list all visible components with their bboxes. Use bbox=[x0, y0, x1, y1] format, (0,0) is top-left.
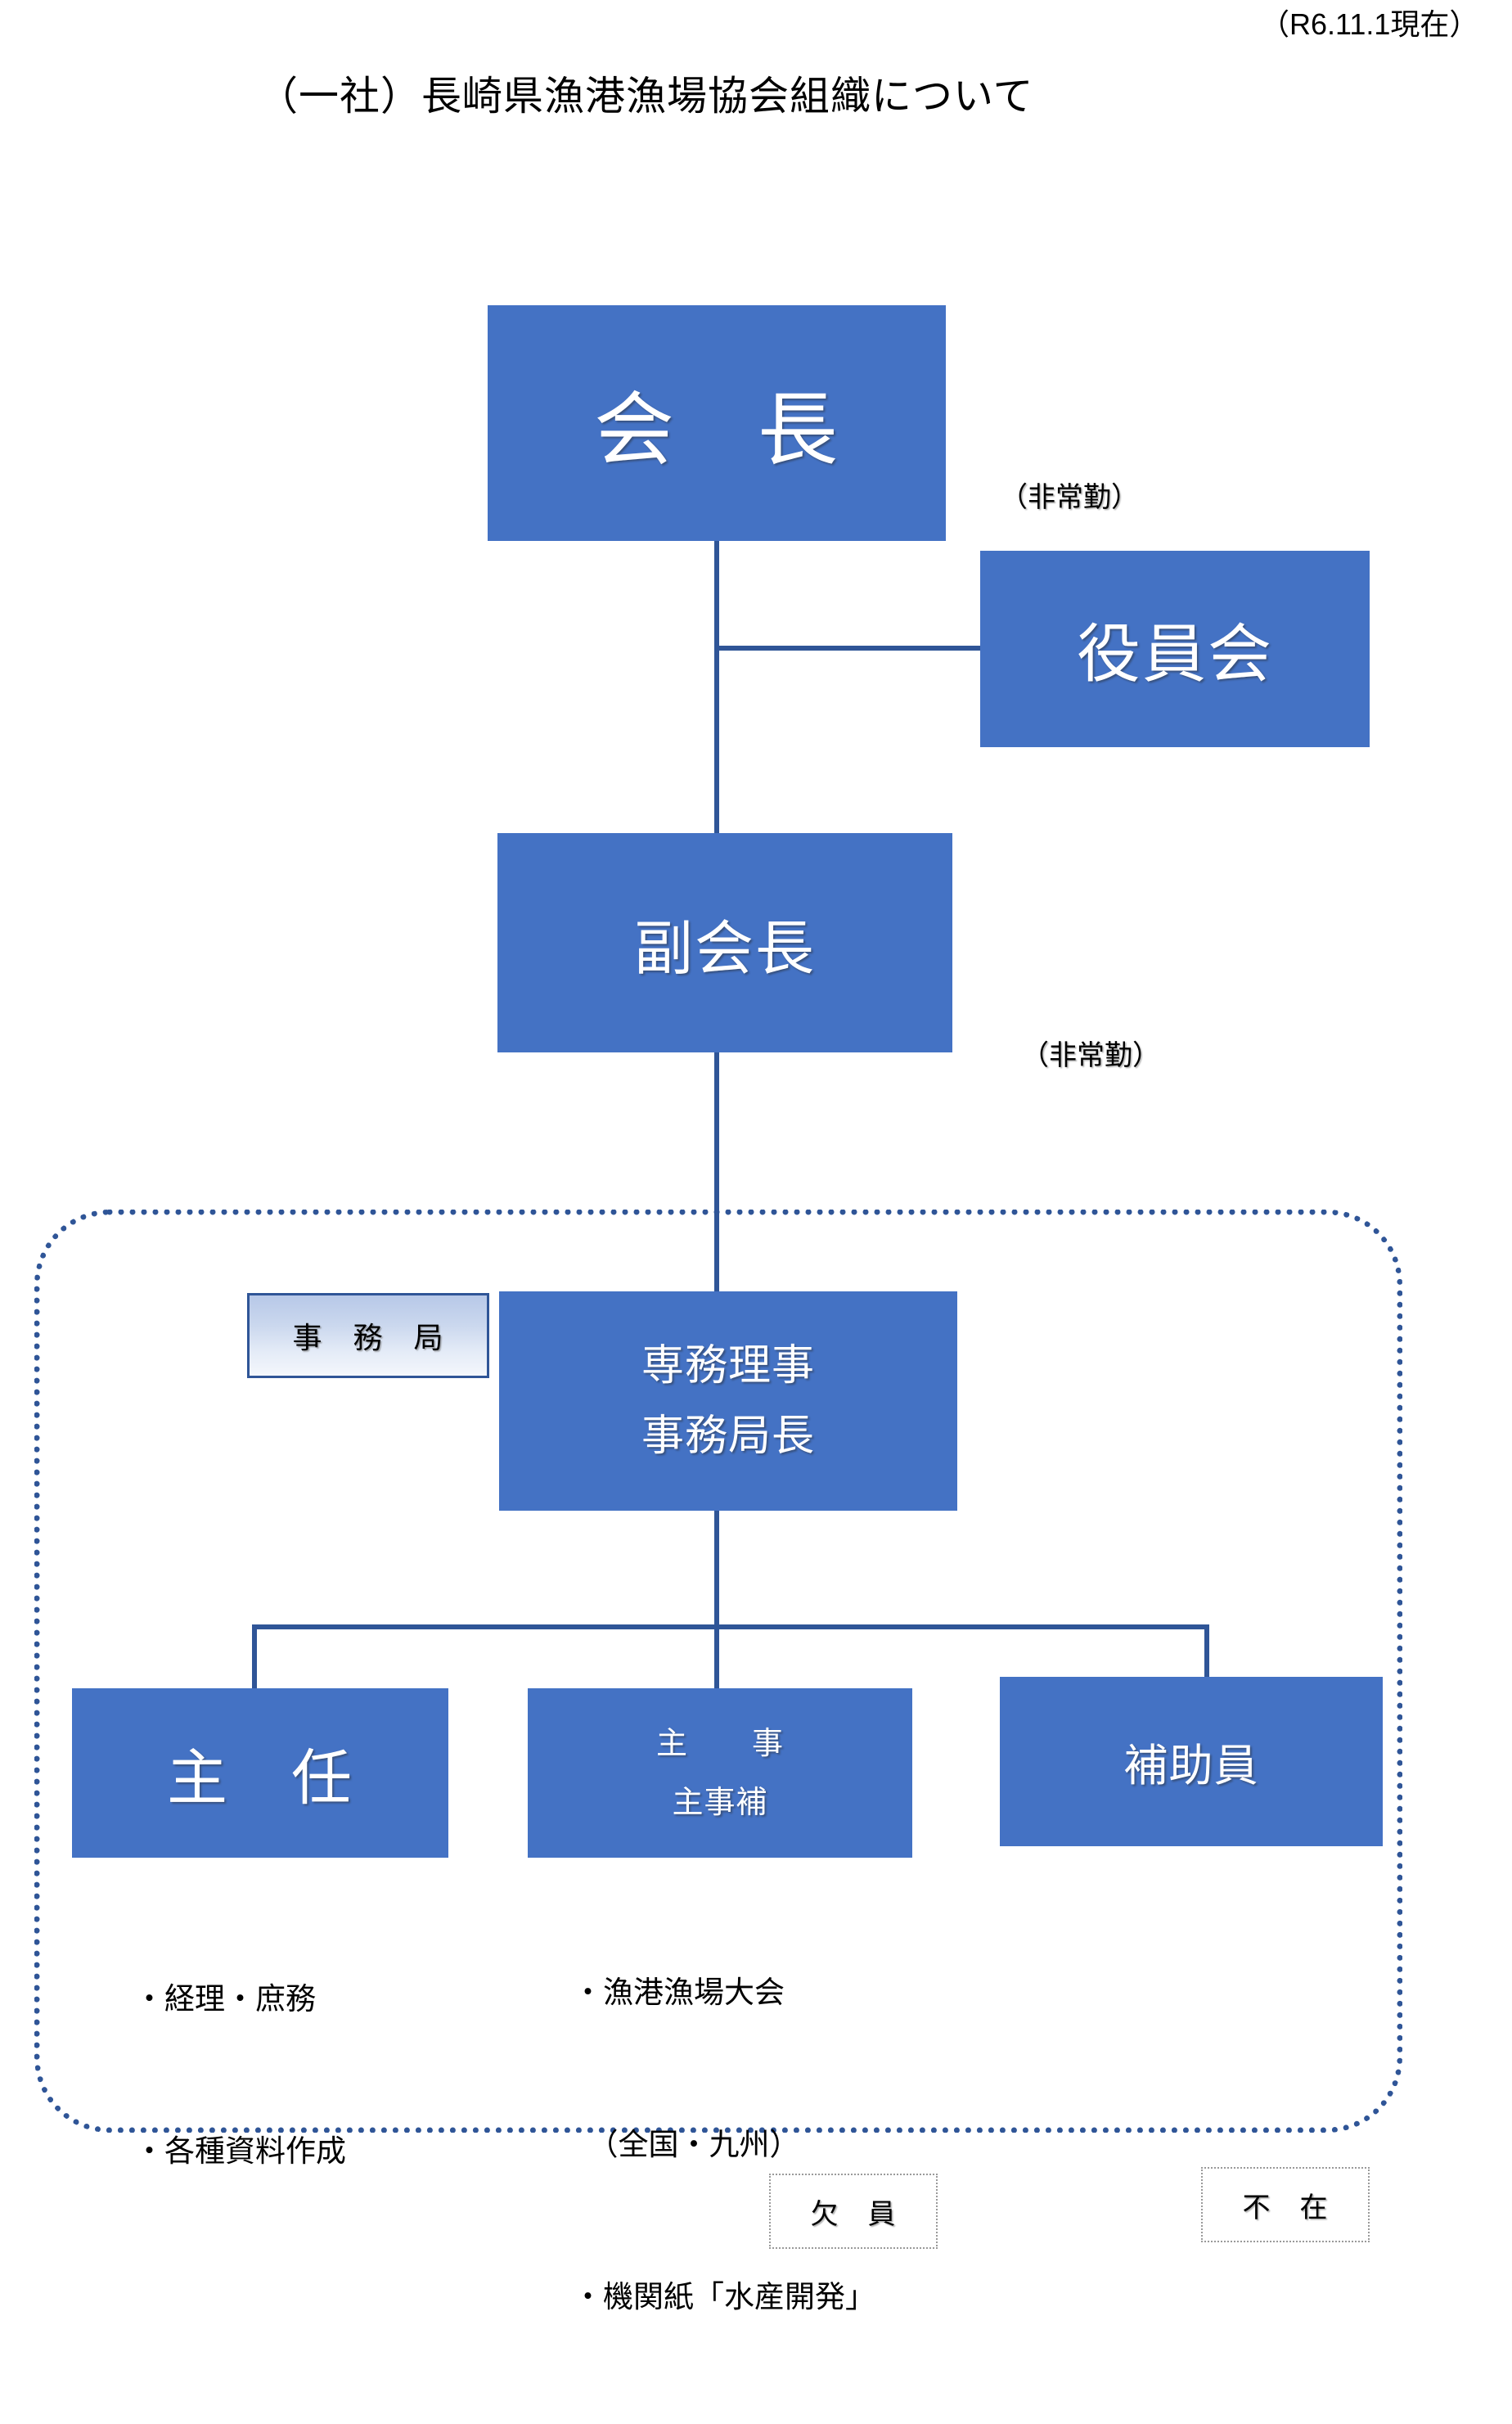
note-hijokin-fukukaicho: （非常勤） bbox=[1021, 1040, 1160, 1071]
duties-shuji-item-2: ・機関紙「水産開発」 bbox=[573, 2280, 875, 2314]
legend-absent[interactable]: 不 在 bbox=[1201, 2167, 1370, 2242]
duties-shuji: ・漁港漁場大会 （全国・九州） ・機関紙「水産開発」 bbox=[573, 1866, 875, 2424]
org-chart-canvas: （R6.11.1現在） （一社）長崎県漁港漁場協会組織について 会 長 （非常勤… bbox=[34, 7, 1479, 2314]
connector-kaicho-to-fukukaicho bbox=[714, 540, 719, 835]
box-shunin-label: 主 任 bbox=[167, 1744, 353, 1812]
connector-bottom-bus bbox=[252, 1624, 1209, 1629]
duties-shuji-item-1: （全国・九州） bbox=[573, 2128, 800, 2161]
page-title: （一社）長崎県漁港漁場協会組織について bbox=[258, 74, 1034, 119]
box-yakuinkai[interactable]: 役員会 bbox=[980, 551, 1370, 747]
duties-shuji-item-0: ・漁港漁場大会 bbox=[573, 1976, 785, 2009]
box-kaicho-label: 会 長 bbox=[593, 385, 839, 475]
duties-shunin-item-0: ・経理・庶務 bbox=[134, 1982, 316, 2016]
box-shuji-line2: 主事補 bbox=[672, 1785, 768, 1820]
legend-absent-label: 不 在 bbox=[1242, 2192, 1329, 2224]
box-hojoin-label: 補助員 bbox=[1123, 1741, 1259, 1791]
date-note: （R6.11.1現在） bbox=[1260, 7, 1479, 41]
box-yakuinkai-label: 役員会 bbox=[1076, 618, 1273, 690]
connector-bus-to-shuji bbox=[714, 1624, 719, 1688]
box-kaicho[interactable]: 会 長 bbox=[488, 305, 946, 541]
connector-bus-to-shunin bbox=[252, 1624, 257, 1688]
box-shunin[interactable]: 主 任 bbox=[72, 1688, 448, 1858]
box-senmu-line2: 事務局長 bbox=[641, 1412, 815, 1460]
legend-vacancy-label: 欠 員 bbox=[810, 2198, 897, 2230]
box-senmu-line1: 専務理事 bbox=[641, 1342, 815, 1390]
connector-kaicho-to-yakuinkai bbox=[714, 646, 984, 651]
box-office[interactable]: 事 務 局 bbox=[247, 1293, 489, 1378]
connector-fukukaicho-to-senmu bbox=[714, 1050, 719, 1295]
box-shuji[interactable]: 主 事 主事補 bbox=[528, 1688, 912, 1858]
connector-bus-to-hojoin bbox=[1204, 1624, 1209, 1688]
note-hijokin-kaicho: （非常勤） bbox=[1000, 482, 1139, 513]
box-fukukaicho-label: 副会長 bbox=[633, 916, 816, 982]
connector-senmu-down bbox=[714, 1510, 719, 1627]
legend-vacancy[interactable]: 欠 員 bbox=[769, 2174, 938, 2249]
box-hojoin[interactable]: 補助員 bbox=[1000, 1677, 1383, 1846]
duties-shunin-item-1: ・各種資料作成 bbox=[134, 2134, 346, 2168]
duties-shunin: ・経理・庶務 ・各種資料作成 bbox=[134, 1872, 346, 2278]
box-office-label: 事 務 局 bbox=[292, 1321, 444, 1354]
box-fukukaicho[interactable]: 副会長 bbox=[497, 833, 952, 1052]
box-senmu-riji[interactable]: 専務理事 事務局長 bbox=[499, 1291, 957, 1511]
box-shuji-line1: 主 事 bbox=[655, 1726, 784, 1761]
